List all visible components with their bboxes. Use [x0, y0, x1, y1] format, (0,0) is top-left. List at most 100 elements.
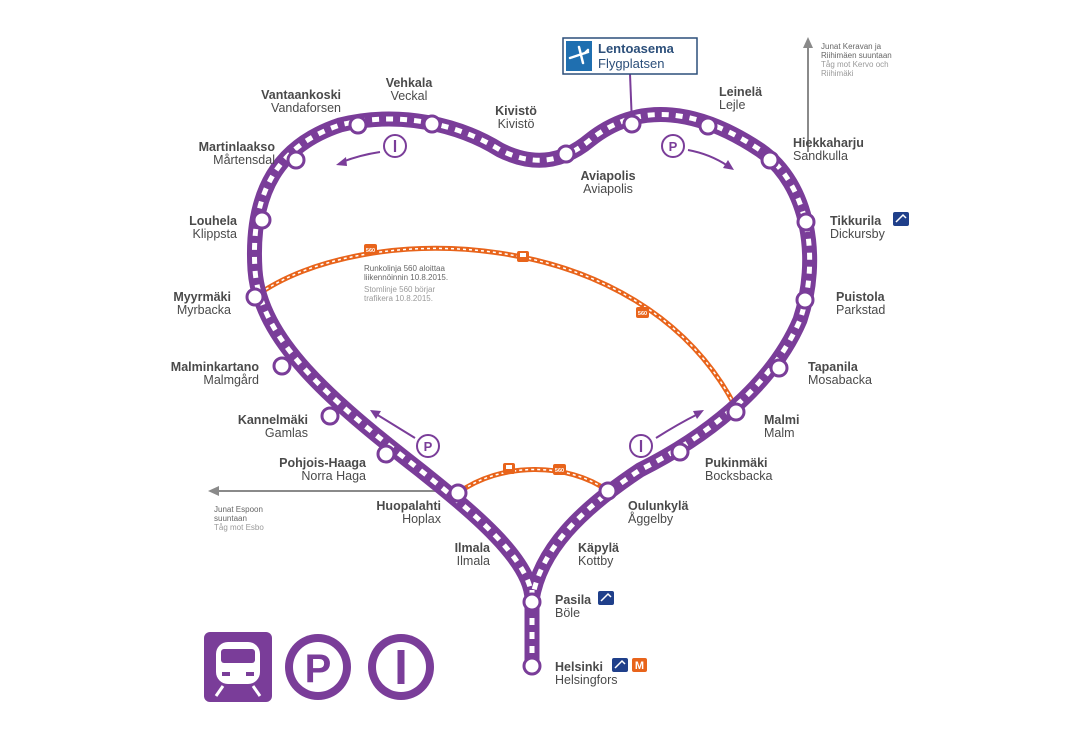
long-distance-icon-tikkurila	[893, 212, 909, 226]
label-myyrmaki-fi: Myyrmäki	[173, 290, 231, 304]
label-tapanila-sv: Mosabacka	[808, 373, 872, 387]
label-vantaankoski-fi: Vantaankoski	[261, 88, 341, 102]
airport-label-sv: Flygplatsen	[598, 56, 664, 71]
label-leinela-sv: Lejle	[719, 98, 745, 112]
station-marker-huopalahti[interactable]	[448, 483, 468, 503]
direction-arrow-espoo	[208, 486, 452, 496]
long-distance-badges: M	[598, 212, 909, 672]
bus-560-badge-b	[636, 307, 649, 318]
label-malminkartano-sv: Malmgård	[203, 373, 259, 387]
station-labels: Vantaankoski Vandaforsen Vehkala Veckal …	[171, 76, 886, 687]
label-huopalahti-fi: Huopalahti	[376, 499, 441, 513]
station-marker-aviapolis[interactable]	[556, 144, 576, 164]
station-marker-oulunkyla[interactable]	[598, 481, 618, 501]
bus-560-label-c: 560	[555, 468, 564, 474]
label-huopalahti-sv: Hoplax	[402, 512, 442, 526]
label-martinlaakso-sv: Mårtensdal	[213, 153, 275, 167]
station-marker-lentoasema[interactable]	[622, 114, 642, 134]
note-espoo-sv-1: Tåg mot Esbo	[214, 523, 264, 532]
note-kerava-sv-2: Riihimäki	[821, 69, 854, 78]
label-kannelmaki-sv: Gamlas	[265, 426, 308, 440]
bus-560-label-b: 560	[638, 311, 647, 317]
station-markers	[245, 114, 816, 676]
ring-direction-arrows	[336, 149, 734, 439]
label-tikkurila-fi: Tikkurila	[830, 214, 882, 228]
note-kerava: Junat Keravan ja Riihimäen suuntaan Tåg …	[821, 42, 892, 78]
ring-letter-p-upper: P	[669, 139, 678, 154]
note-bus560-sv-1: Stomlinje 560 börjar	[364, 285, 435, 294]
long-distance-icon-helsinki	[612, 658, 628, 672]
station-marker-tikkurila[interactable]	[796, 212, 816, 232]
direction-arrow-kerava	[803, 37, 813, 152]
train-icon	[204, 632, 272, 702]
label-louhela-sv: Klippsta	[193, 227, 238, 241]
label-kivisto-fi: Kivistö	[495, 104, 537, 118]
label-martinlaakso-fi: Martinlaakso	[199, 140, 276, 154]
label-vehkala-fi: Vehkala	[386, 76, 434, 90]
label-pukinmaki-fi: Pukinmäki	[705, 456, 768, 470]
label-puistola-fi: Puistola	[836, 290, 886, 304]
bus-560-label-a: 560	[366, 248, 375, 254]
station-marker-kannelmaki[interactable]	[320, 406, 340, 426]
label-kannelmaki-fi: Kannelmäki	[238, 413, 308, 427]
label-kivisto-sv: Kivistö	[498, 117, 535, 131]
note-bus-560: Runkolinja 560 aloittaa liikennöinnin 10…	[364, 264, 448, 303]
station-marker-pohjois-haaga[interactable]	[376, 444, 396, 464]
airport-label-fi: Lentoasema	[598, 41, 675, 56]
note-bus560-fi-2: liikennöinnin 10.8.2015.	[364, 273, 448, 282]
note-espoo-fi-2: suuntaan	[214, 514, 247, 523]
note-espoo: Junat Espoon suuntaan Tåg mot Esbo	[214, 505, 264, 532]
label-pohjois-haaga-fi: Pohjois-Haaga	[279, 456, 367, 470]
station-marker-malmi[interactable]	[726, 402, 746, 422]
label-hiekkaharju-sv: Sandkulla	[793, 149, 848, 163]
bus-560-badge-c	[553, 464, 566, 475]
station-marker-tapanila[interactable]	[769, 358, 789, 378]
label-myyrmaki-sv: Myrbacka	[177, 303, 231, 317]
label-oulunkyla-fi: Oulunkylä	[628, 499, 688, 513]
label-pasila-fi: Pasila	[555, 593, 592, 607]
label-pasila-sv: Böle	[555, 606, 580, 620]
metro-letter: M	[635, 660, 644, 672]
label-oulunkyla-sv: Åggelby	[628, 511, 674, 526]
note-bus560-sv-2: trafikera 10.8.2015.	[364, 294, 433, 303]
airport-box: Lentoasema Flygplatsen	[562, 37, 698, 75]
bus-560-route	[254, 245, 739, 496]
station-marker-malminkartano[interactable]	[272, 356, 292, 376]
I-line-symbol	[368, 634, 434, 700]
bus-560-badge-a	[364, 244, 377, 255]
station-marker-martinlaakso[interactable]	[286, 150, 306, 170]
station-marker-hiekkaharju[interactable]	[760, 150, 780, 170]
station-marker-myyrmaki[interactable]	[245, 287, 265, 307]
station-marker-puistola[interactable]	[795, 290, 815, 310]
ring-letter-marks: P P	[383, 134, 685, 458]
station-marker-vehkala[interactable]	[422, 114, 442, 134]
label-aviapolis-fi: Aviapolis	[580, 169, 635, 183]
station-marker-leinela[interactable]	[698, 116, 718, 136]
label-kapyla-fi: Käpylä	[578, 541, 619, 555]
label-kapyla-sv: Kottby	[578, 554, 614, 568]
note-espoo-fi-1: Junat Espoon	[214, 505, 263, 514]
note-kerava-sv-1: Tåg mot Kervo och	[821, 60, 889, 69]
label-pukinmaki-sv: Bocksbacka	[705, 469, 772, 483]
label-tikkurila-sv: Dickursby	[830, 227, 886, 241]
label-pohjois-haaga-sv: Norra Haga	[301, 469, 366, 483]
label-helsinki-sv: Helsingfors	[555, 673, 618, 687]
note-bus560-fi-1: Runkolinja 560 aloittaa	[364, 264, 445, 273]
station-marker-pukinmaki[interactable]	[670, 442, 690, 462]
label-vantaankoski-sv: Vandaforsen	[271, 101, 341, 115]
station-marker-vantaankoski[interactable]	[348, 115, 368, 135]
label-malmi-fi: Malmi	[764, 413, 799, 427]
P-line-symbol: P	[285, 634, 351, 700]
label-vehkala-sv: Veckal	[391, 89, 428, 103]
label-malmi-sv: Malm	[764, 426, 795, 440]
station-marker-pasila[interactable]	[522, 592, 542, 612]
station-marker-louhela[interactable]	[252, 210, 272, 230]
label-leinela-fi: Leinelä	[719, 85, 762, 99]
legend-letter-p: P	[305, 647, 332, 691]
station-marker-helsinki[interactable]	[522, 656, 542, 676]
label-ilmala-fi: Ilmala	[455, 541, 491, 555]
metro-icon	[632, 658, 647, 672]
label-hiekkaharju-fi: Hiekkaharju	[793, 136, 864, 150]
label-louhela-fi: Louhela	[189, 214, 238, 228]
